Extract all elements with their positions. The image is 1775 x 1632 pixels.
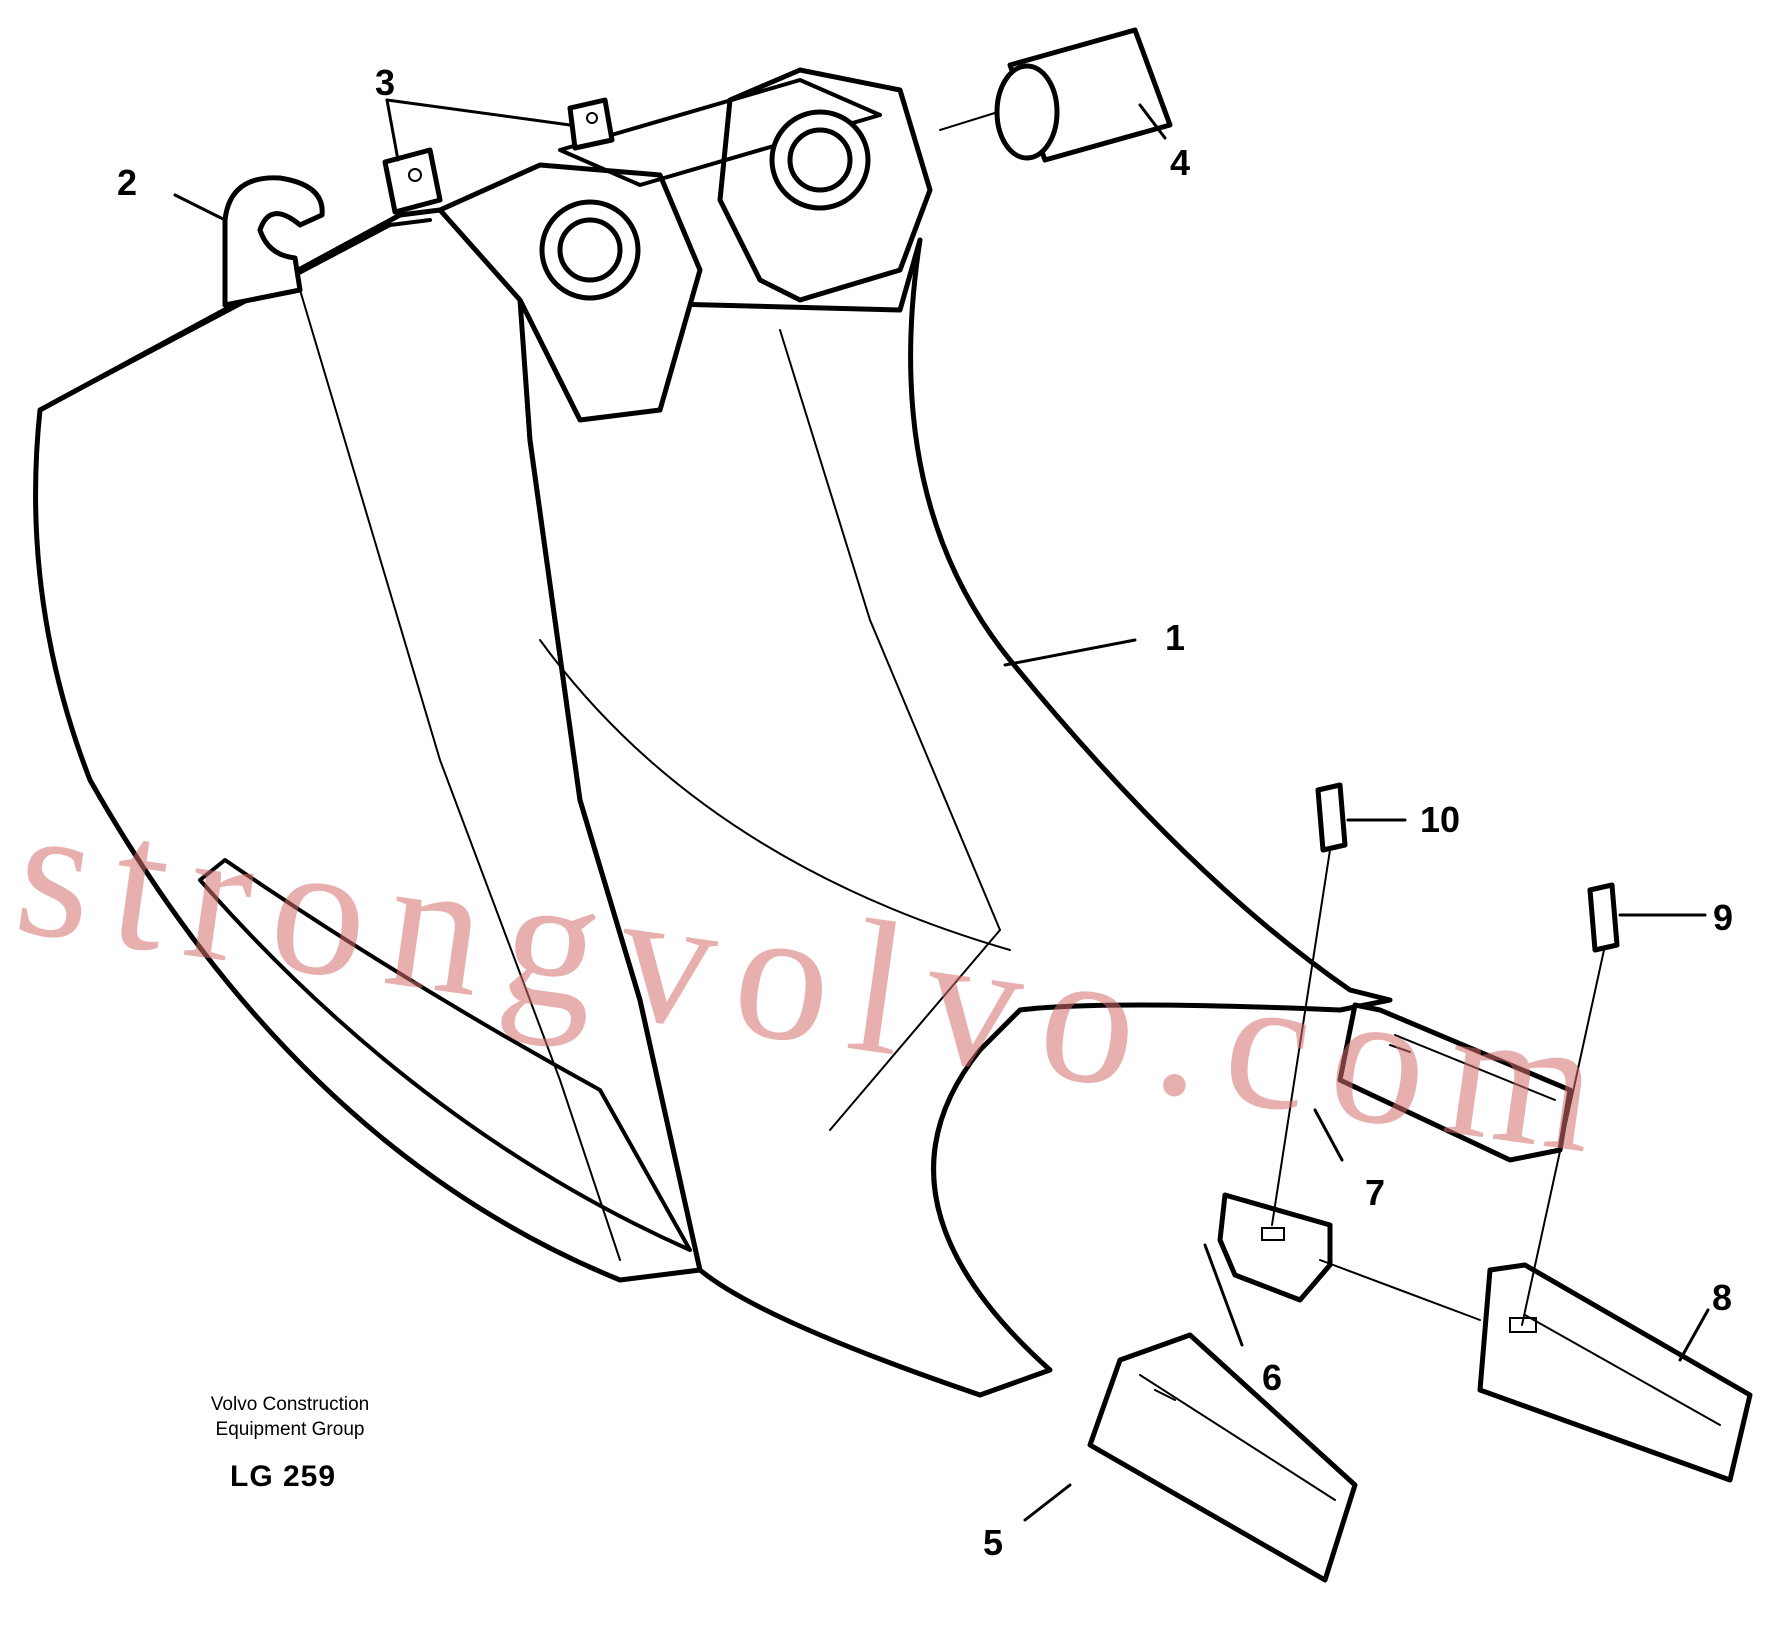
pin-axis-line (939, 111, 999, 131)
callout-3: 3 (375, 62, 395, 103)
callout-9: 9 (1713, 897, 1733, 938)
retainer-pin-9-axis (1521, 949, 1605, 1326)
leader-2 (173, 193, 227, 222)
leader-6 (1203, 1243, 1244, 1347)
lock-tab-right-hole (586, 112, 598, 124)
tooth-5-slot (1154, 1389, 1176, 1401)
leader-5 (1023, 1483, 1072, 1522)
tooth-8-ridge (1524, 1314, 1721, 1426)
ripper-tip-slot (1389, 1044, 1411, 1053)
leader-1 (1003, 638, 1137, 667)
tooth-8-axis (1319, 1259, 1481, 1321)
mounting-brackets (222, 67, 933, 423)
tooth-5 (1087, 1332, 1358, 1583)
leader-4 (1138, 103, 1167, 140)
callout-8: 8 (1712, 1277, 1732, 1318)
tooth-5-ridge (1139, 1374, 1336, 1501)
callouts: 1 2 3 4 5 6 7 8 9 10 (117, 62, 1733, 1563)
lock-tab-left-hole (408, 168, 422, 182)
callout-4: 4 (1170, 142, 1190, 183)
leader-lines (173, 98, 1710, 1522)
back-plate-curve (539, 639, 1011, 951)
bucket-top-rim (38, 218, 432, 412)
loose-tooth (1319, 1259, 1753, 1483)
boss-tube (558, 78, 882, 187)
retainer-pin-9 (1587, 882, 1620, 953)
side-plate-inner-edge (299, 289, 621, 1261)
boss-left-inner (557, 217, 623, 283)
wear-piece (1217, 1192, 1333, 1303)
leader-7 (1313, 1108, 1344, 1162)
caption-block: Volvo Construction Equipment Group (165, 1392, 415, 1442)
retainer-pin-10-axis (1271, 849, 1331, 1226)
boss-right-inner (787, 127, 853, 193)
side-plate-stiffener (198, 858, 692, 1252)
lock-tab-right (567, 97, 615, 151)
retainer-pins (1271, 782, 1620, 1326)
wear-piece-slot (1261, 1227, 1285, 1241)
callout-1: 1 (1165, 617, 1185, 658)
tooth-8 (1477, 1262, 1753, 1483)
callout-2: 2 (117, 162, 137, 203)
callout-7: 7 (1365, 1172, 1385, 1213)
pin-end-face (994, 63, 1060, 161)
retainer-pin-10 (1315, 782, 1348, 853)
mounted-tooth (1087, 1332, 1358, 1583)
bucket-body (33, 207, 1393, 1398)
leader-3b (385, 98, 572, 127)
pin (939, 27, 1173, 163)
callout-6: 6 (1262, 1357, 1282, 1398)
leader-3a (385, 98, 400, 162)
lifting-eye (222, 175, 325, 308)
back-plate-centerline (779, 329, 1001, 931)
drawing-code: LG 259 (230, 1460, 337, 1493)
caption-line-2: Equipment Group (215, 1419, 365, 1440)
callout-5: 5 (983, 1522, 1003, 1563)
caption-line-1: Volvo Construction (210, 1394, 370, 1415)
callout-10: 10 (1420, 799, 1460, 840)
ripper-tip-body (1337, 1002, 1573, 1163)
ripper-tip-ridge (1394, 1034, 1556, 1101)
ripper-back-plate (517, 237, 1393, 1398)
leader-8 (1678, 1308, 1710, 1362)
back-plate-lower (829, 929, 1001, 1131)
ripper-tip (1337, 1002, 1573, 1163)
wear-piece-body (1217, 1192, 1333, 1303)
